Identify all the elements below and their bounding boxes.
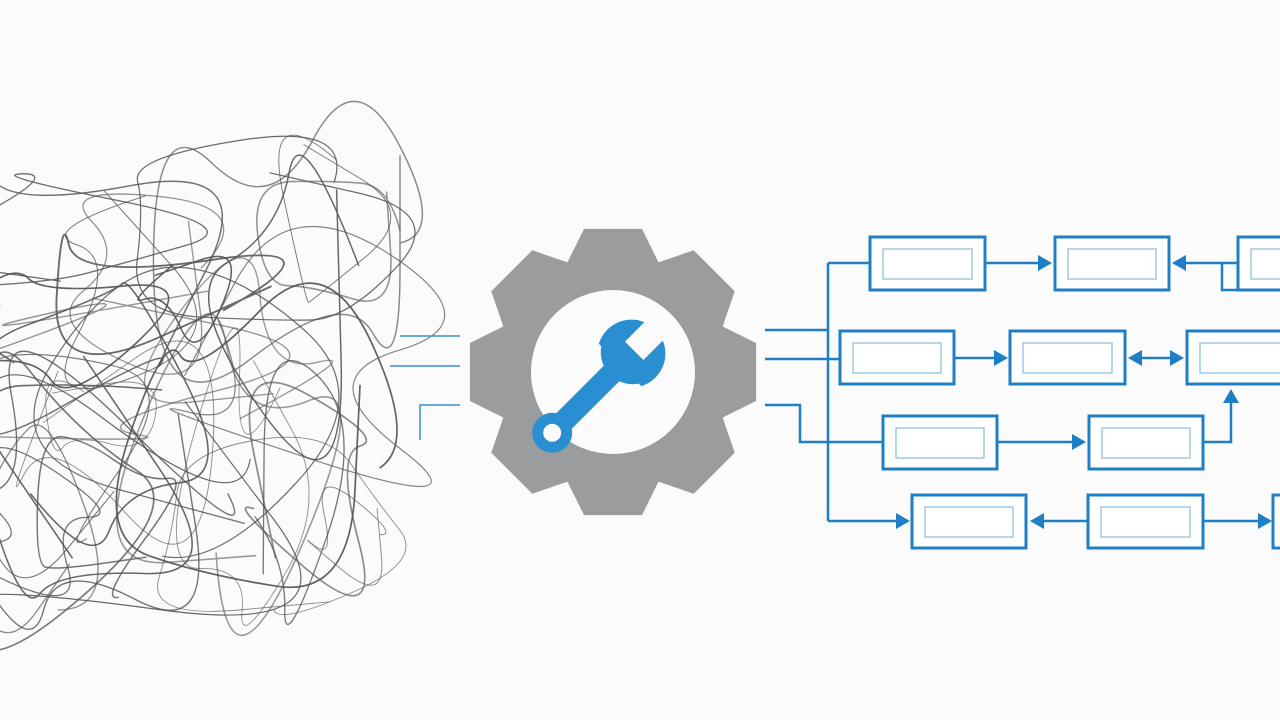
arrowhead [1030,513,1044,529]
scribble-line [306,486,387,586]
arrowhead [1258,513,1272,529]
arrowhead [1223,389,1239,403]
flow-box [1271,493,1280,550]
flowchart-icon [765,235,1280,550]
connector [1203,402,1233,444]
scribble-line [36,436,177,599]
wrench-icon [532,313,672,453]
scribble-line [137,255,232,343]
scribble-line [116,313,342,636]
scribble-line [0,350,236,630]
gear-wrench-icon [469,228,757,516]
scribble-line [244,381,368,597]
arrowhead [1170,350,1184,366]
arrowhead [1172,255,1186,271]
scribble-line [207,154,360,461]
arrowhead [896,513,910,529]
scribble-line [254,360,345,625]
scribble-line [0,351,155,651]
flow-box [881,414,999,471]
scribble-line [169,225,446,487]
flow-box [1087,414,1205,471]
arrowhead [1072,434,1086,450]
scribble-line [278,134,392,303]
scribble-line [256,180,401,302]
connector [765,403,883,444]
scribble-line [0,355,193,599]
flow-box [1053,235,1171,292]
flow-box [1008,329,1127,386]
arrowhead [1128,350,1142,366]
scribble-line [33,266,340,559]
scribble-line [0,374,302,616]
scribble-line [0,173,208,286]
connector [1220,263,1238,292]
flow-box [1236,235,1280,292]
scribble-line [0,290,291,440]
scribble-line [0,282,209,559]
flow-box [1185,329,1280,386]
scribble-line [69,193,225,375]
scribble-line [152,100,424,383]
arrowhead [1038,255,1052,271]
scribble-line [0,272,170,389]
flow-box [910,493,1028,550]
scribble-line [45,380,157,451]
scribble-line [0,353,150,579]
scribble-line [0,424,99,634]
input-line [419,404,460,440]
flow-box [868,235,987,292]
scribble-line [157,436,407,616]
scribble-line [175,327,310,626]
flow-box [1086,493,1205,550]
arrowhead [994,350,1008,366]
scribble-line [143,257,334,420]
scribble-line [0,180,223,435]
flow-box [838,329,956,386]
scribble-line [15,340,215,545]
scribble-line [115,282,398,589]
input-lines [390,335,460,440]
tangled-lines-icon [0,100,446,651]
